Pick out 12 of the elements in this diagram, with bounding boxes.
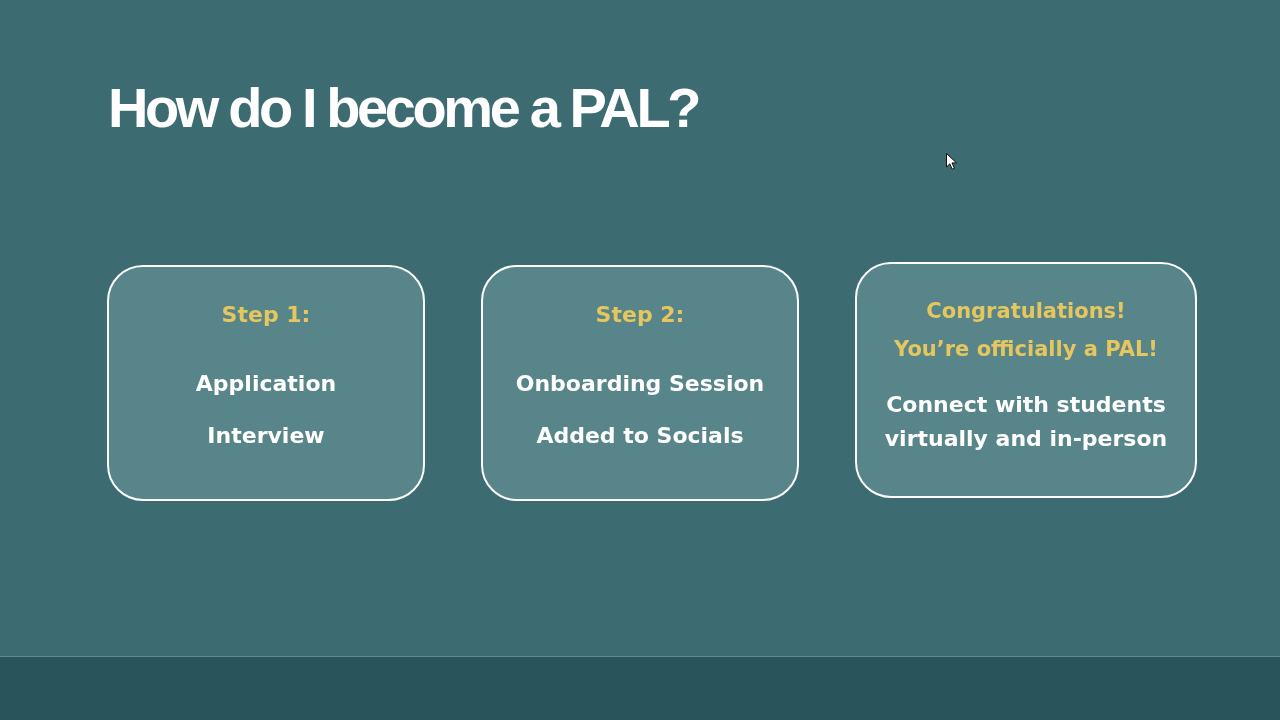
step-card — [481, 265, 799, 501]
step-heading: Step 1: — [221, 302, 311, 328]
closing-text: Connect with students virtually and in-person — [883, 391, 1169, 453]
step-card — [107, 265, 425, 501]
step-task: Onboarding Session — [515, 371, 765, 397]
congratulations-heading: Congratulations! You’re officially a PAL! — [893, 298, 1159, 363]
slide-title: How do I become a PAL? — [108, 76, 698, 140]
step-card — [855, 262, 1197, 498]
step-heading: Step 2: — [595, 302, 685, 328]
step-task: Added to Socials — [536, 423, 744, 449]
step-task: Application — [195, 371, 337, 397]
step-task: Interview — [207, 423, 325, 449]
